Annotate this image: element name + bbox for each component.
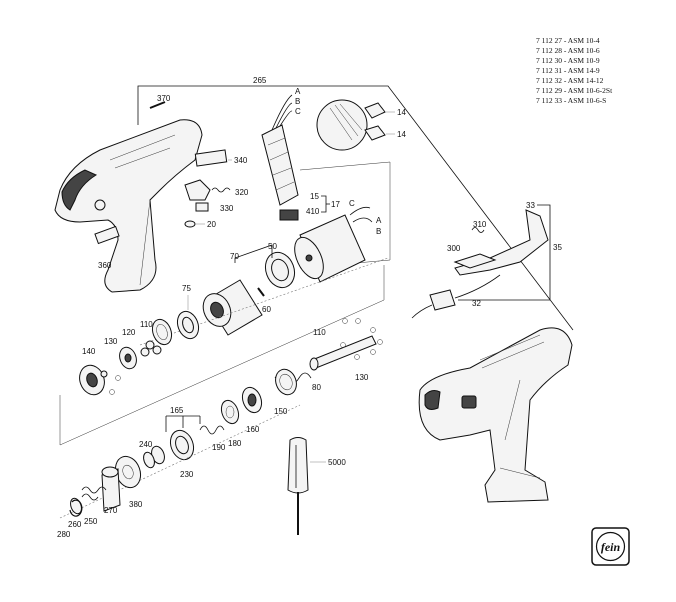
carrier-140: 140 (79, 347, 121, 396)
label-A2: A (376, 216, 382, 225)
label-330: 330 (220, 204, 234, 213)
label-130-b: 130 (355, 373, 369, 382)
label-265: 265 (253, 76, 267, 85)
label-300: 300 (447, 244, 461, 253)
bracket-15-17: 15 17 410 (306, 192, 340, 216)
model-line-3: 7 112 30 - ASM 10-9 (536, 56, 600, 65)
clip-14: 14 14 (364, 102, 406, 141)
label-260: 260 (68, 520, 82, 529)
label-50: 50 (268, 242, 277, 251)
spring-90: 150 (274, 368, 312, 416)
label-130-a: 130 (104, 337, 118, 346)
assembly-axis-2 (59, 404, 301, 519)
label-A: A (295, 87, 301, 96)
model-line-4: 7 112 31 - ASM 14-9 (536, 66, 600, 75)
model-line-1: 7 112 27 - ASM 10-4 (536, 36, 600, 45)
planet-gears-120: 120 130 (104, 328, 162, 370)
label-140: 140 (82, 347, 96, 356)
label-5000: 5000 (328, 458, 346, 467)
label-360: 360 (98, 261, 112, 270)
gear-ring-70: 70 50 (230, 242, 296, 289)
spring-310: 310 (471, 220, 487, 233)
label-370: 370 (157, 94, 171, 103)
label-110-a: 110 (140, 320, 153, 329)
label-320: 320 (235, 188, 249, 197)
bracket-33-35: 33 35 32 (458, 201, 562, 308)
model-list: 7 112 27 - ASM 10-4 7 112 28 - ASM 10-6 … (536, 36, 613, 105)
label-410: 410 (306, 207, 320, 216)
screw-60: 60 (257, 287, 271, 314)
spring-190: 190 (199, 425, 226, 452)
spindle-80: 80 110 130 (309, 328, 377, 392)
circlip-280: 280 (57, 499, 83, 539)
label-60: 60 (262, 305, 271, 314)
screwdriver-5000: 5000 (287, 437, 346, 535)
group-165: 165 (165, 406, 201, 432)
ring-gear-75: 75 (176, 284, 200, 340)
switch-cable (411, 209, 549, 319)
logo-text: fein (601, 540, 621, 554)
label-15: 15 (310, 192, 319, 201)
label-B2: B (376, 227, 381, 236)
model-line-6: 7 112 29 - ASM 10-6-2St (536, 86, 613, 95)
label-190: 190 (212, 443, 226, 452)
label-240: 240 (139, 440, 153, 449)
switch-cover-340: 340 (194, 149, 248, 167)
motor-50: C A B (294, 199, 382, 283)
label-310: 310 (473, 220, 487, 229)
trigger-320: 320 (184, 179, 249, 201)
label-165: 165 (170, 406, 184, 415)
screw-20: 20 (184, 220, 216, 229)
electronics-board: A B C (261, 87, 301, 221)
detail-bubble (316, 99, 368, 151)
part-330: 330 (195, 202, 234, 213)
label-380: 380 (129, 500, 143, 509)
label-75: 75 (182, 284, 191, 293)
label-250: 250 (84, 517, 98, 526)
hammer-160: 160 (241, 386, 263, 434)
model-line-2: 7 112 28 - ASM 10-6 (536, 46, 600, 55)
label-110-b: 110 (313, 328, 326, 337)
housing-shell (54, 119, 203, 293)
bearing-230: 230 (169, 429, 195, 479)
bearing-110: 110 (140, 318, 173, 346)
label-230: 230 (180, 470, 194, 479)
pin-370: 370 (149, 94, 171, 109)
fein-logo: fein (591, 527, 630, 566)
label-180: 180 (228, 439, 242, 448)
slider-300: 300 (447, 244, 497, 269)
washer-240: 240 (139, 440, 165, 469)
spring-250: 250 (81, 486, 107, 526)
tool-body (418, 327, 573, 503)
label-80: 80 (312, 383, 321, 392)
gearbox-housing (202, 279, 263, 336)
label-B: B (295, 97, 300, 106)
label-14-b: 14 (397, 130, 406, 139)
label-270: 270 (104, 506, 118, 515)
label-120: 120 (122, 328, 136, 337)
model-line-7: 7 112 33 - ASM 10-6-S (536, 96, 606, 105)
label-70: 70 (230, 252, 239, 261)
label-33: 33 (526, 201, 535, 210)
bracket-265: 265 (137, 76, 574, 331)
label-20: 20 (207, 220, 216, 229)
label-32: 32 (472, 299, 481, 308)
label-17: 17 (331, 200, 340, 209)
label-C: C (295, 107, 301, 116)
label-160: 160 (246, 425, 260, 434)
label-150: 150 (274, 407, 288, 416)
assembly-axis-1 (139, 257, 389, 346)
balls-group (340, 318, 383, 360)
model-line-5: 7 112 32 - ASM 14-12 (536, 76, 604, 85)
label-35: 35 (553, 243, 562, 252)
label-340: 340 (234, 156, 248, 165)
sleeve-270: 270 (101, 466, 121, 515)
label-14-a: 14 (397, 108, 406, 117)
label-280: 280 (57, 530, 71, 539)
assembly-frame (59, 265, 385, 446)
clutch-180: 180 (220, 399, 242, 448)
label-C2: C (349, 199, 355, 208)
